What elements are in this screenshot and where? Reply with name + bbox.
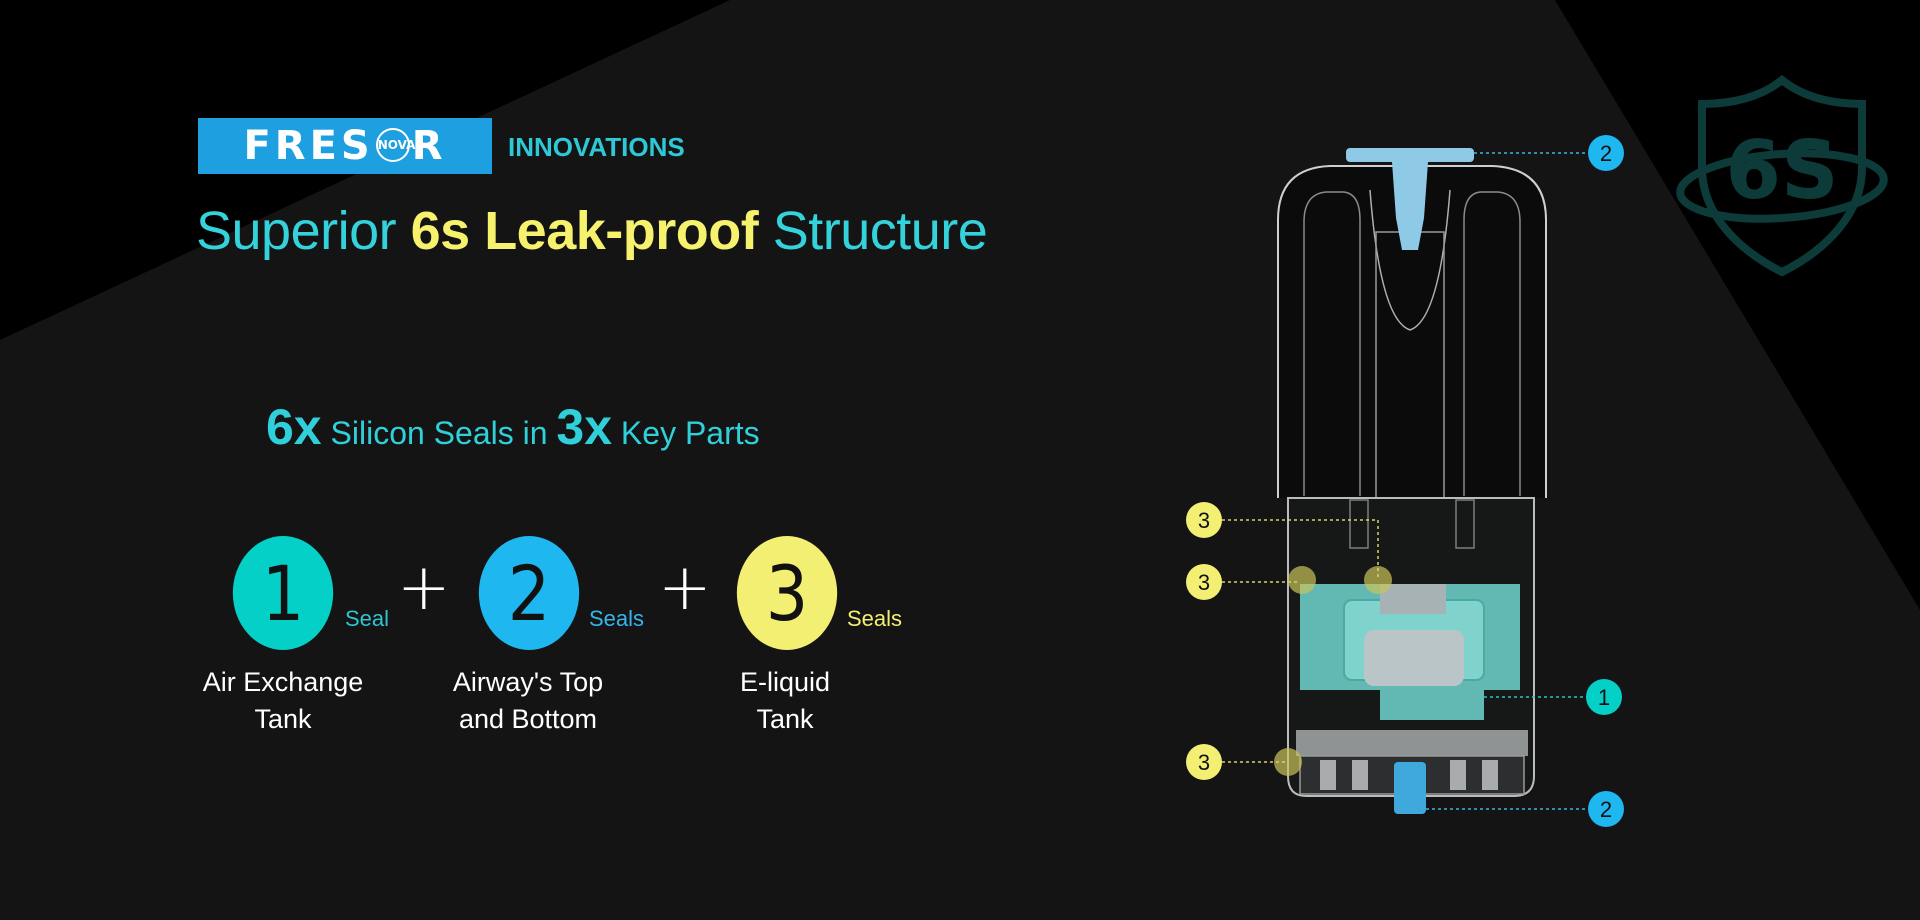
pod-cartridge (1274, 148, 1547, 814)
seal-word-3: Seals (847, 606, 903, 631)
logo-text-right: R (411, 123, 447, 169)
part-name-line: Tank (756, 704, 814, 734)
logo-nova-ring: NOVA (375, 128, 415, 162)
callout-label: 3 (1198, 508, 1210, 533)
seal-number-1: 1 (232, 536, 334, 650)
plus-sign-2: + (658, 551, 712, 625)
seal-word-1: Seal (345, 606, 390, 631)
callout-marker-3 (1186, 564, 1222, 600)
part-name-line: Airway's Top (452, 667, 604, 697)
callout-marker-2 (1588, 791, 1624, 827)
title-highlight: 6s Leak-proof (410, 201, 759, 261)
part-count: 3x (556, 399, 613, 455)
badge-text: 6S (1725, 124, 1838, 217)
callout-marker-1 (1586, 679, 1622, 715)
part-name-airway: Airway's Top and Bottom (408, 664, 648, 738)
plus-sign-1: + (397, 551, 451, 625)
seal-number-3: 3 (736, 536, 838, 650)
part-name-air-exchange-tank: Air Exchange Tank (163, 664, 403, 738)
seal-count: 6x (266, 399, 322, 455)
shield-badge-icon: 6S (1676, 74, 1888, 277)
seal-summary-text-2: Key Parts (612, 415, 760, 451)
seal-word-2: Seals (589, 606, 645, 631)
callout-marker-3 (1186, 744, 1222, 780)
seal-summary: 6x Silicon Seals in 3x Key Parts (266, 398, 760, 456)
callout-label: 3 (1198, 570, 1210, 595)
seal-number-2: 2 (478, 536, 580, 650)
seal-summary-text-1: Silicon Seals in (321, 415, 557, 451)
part-name-e-liquid-tank: E-liquid Tank (665, 664, 905, 738)
callout-marker-3 (1186, 502, 1222, 538)
part-name-line: Tank (254, 704, 312, 734)
part-name-line: Air Exchange (202, 667, 364, 697)
title-part-2: Structure (758, 201, 988, 261)
callout-marker-2 (1588, 135, 1624, 171)
callout-label: 2 (1600, 141, 1612, 166)
callout-label: 2 (1600, 797, 1612, 822)
page-title: Superior 6s Leak-proof Structure (196, 200, 988, 262)
title-part-1: Superior (196, 201, 411, 261)
part-name-line: E-liquid (739, 667, 831, 697)
brand-tagline: INNOVATIONS (508, 132, 685, 162)
callouts: 2 3 3 1 3 2 (1186, 135, 1624, 827)
logo-text-left: FRES (243, 123, 374, 169)
part-name-line: and Bottom (458, 704, 598, 734)
callout-label: 3 (1198, 750, 1210, 775)
callout-label: 1 (1598, 685, 1610, 710)
